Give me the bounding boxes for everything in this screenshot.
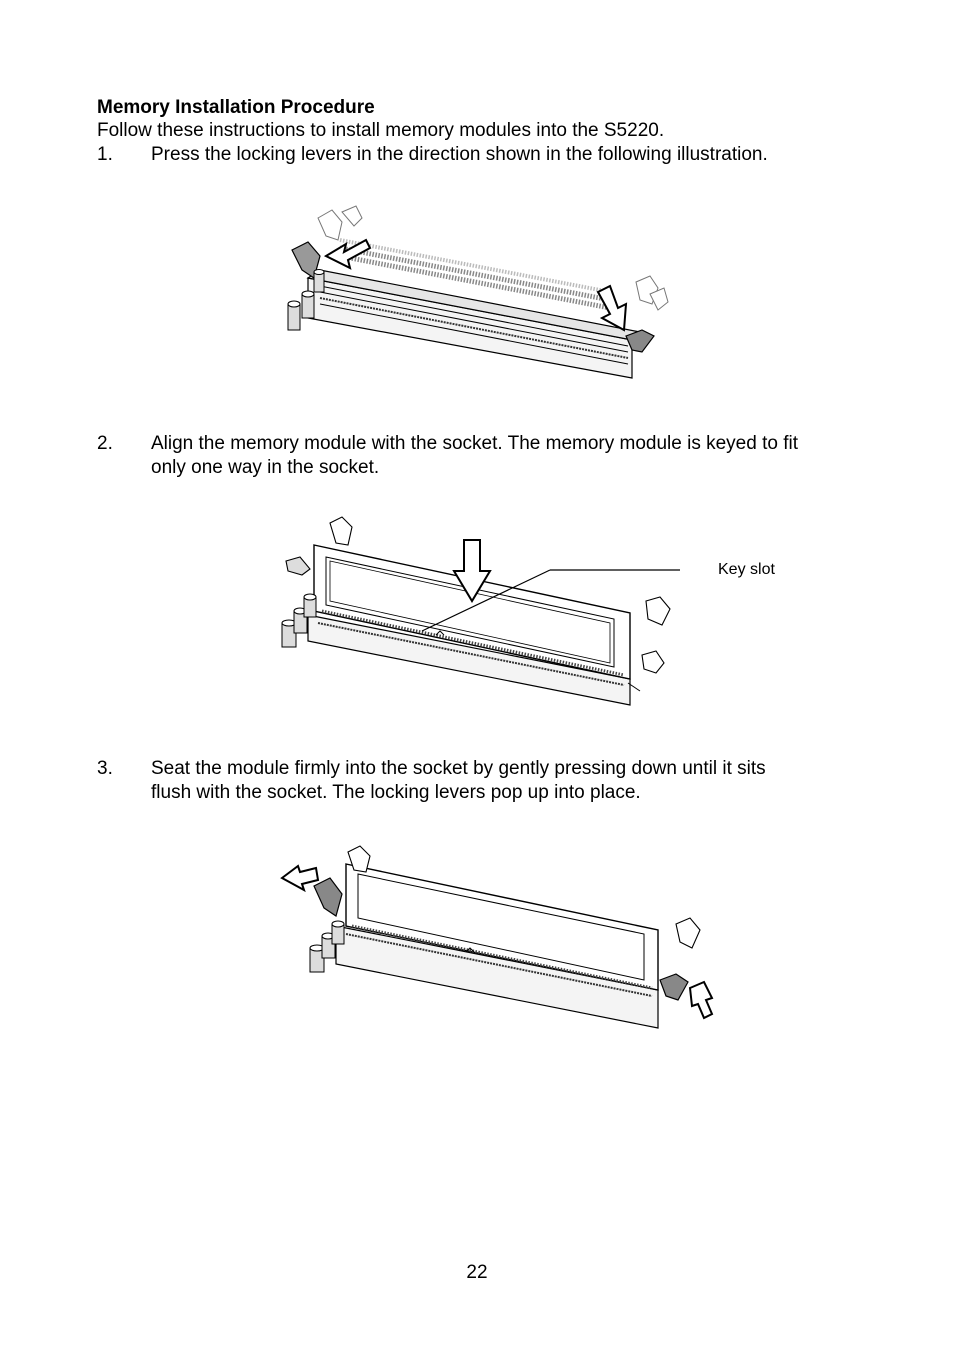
- step-text: Seat the module firmly into the socket b…: [151, 757, 871, 805]
- intro-paragraph: Follow these instructions to install mem…: [97, 120, 665, 141]
- step-text-line: only one way in the socket.: [151, 457, 380, 478]
- socket-illustration-2: [281, 516, 680, 706]
- key-slot-callout: Key slot: [718, 561, 775, 578]
- step-number: 1.: [97, 144, 113, 165]
- socket-illustration-1: [287, 205, 669, 379]
- step-text-line: Press the locking levers in the directio…: [151, 144, 768, 165]
- step-text-line: flush with the socket. The locking lever…: [151, 782, 641, 803]
- section-heading: Memory Installation Procedure: [97, 97, 375, 118]
- step-text-line: Align the memory module with the socket.…: [151, 433, 798, 454]
- step-number: 2.: [97, 433, 113, 454]
- page-number: 22: [466, 1262, 488, 1283]
- figure-align-module: [278, 515, 688, 710]
- figure-seat-module: [280, 838, 720, 1033]
- step-text-line: Seat the module firmly into the socket b…: [151, 758, 766, 779]
- figure-open-levers: [280, 200, 680, 390]
- socket-illustration-3: [280, 845, 714, 1029]
- step-number: 3.: [97, 758, 113, 779]
- step-text: Align the memory module with the socket.…: [151, 432, 871, 480]
- step-text: Press the locking levers in the directio…: [151, 143, 871, 167]
